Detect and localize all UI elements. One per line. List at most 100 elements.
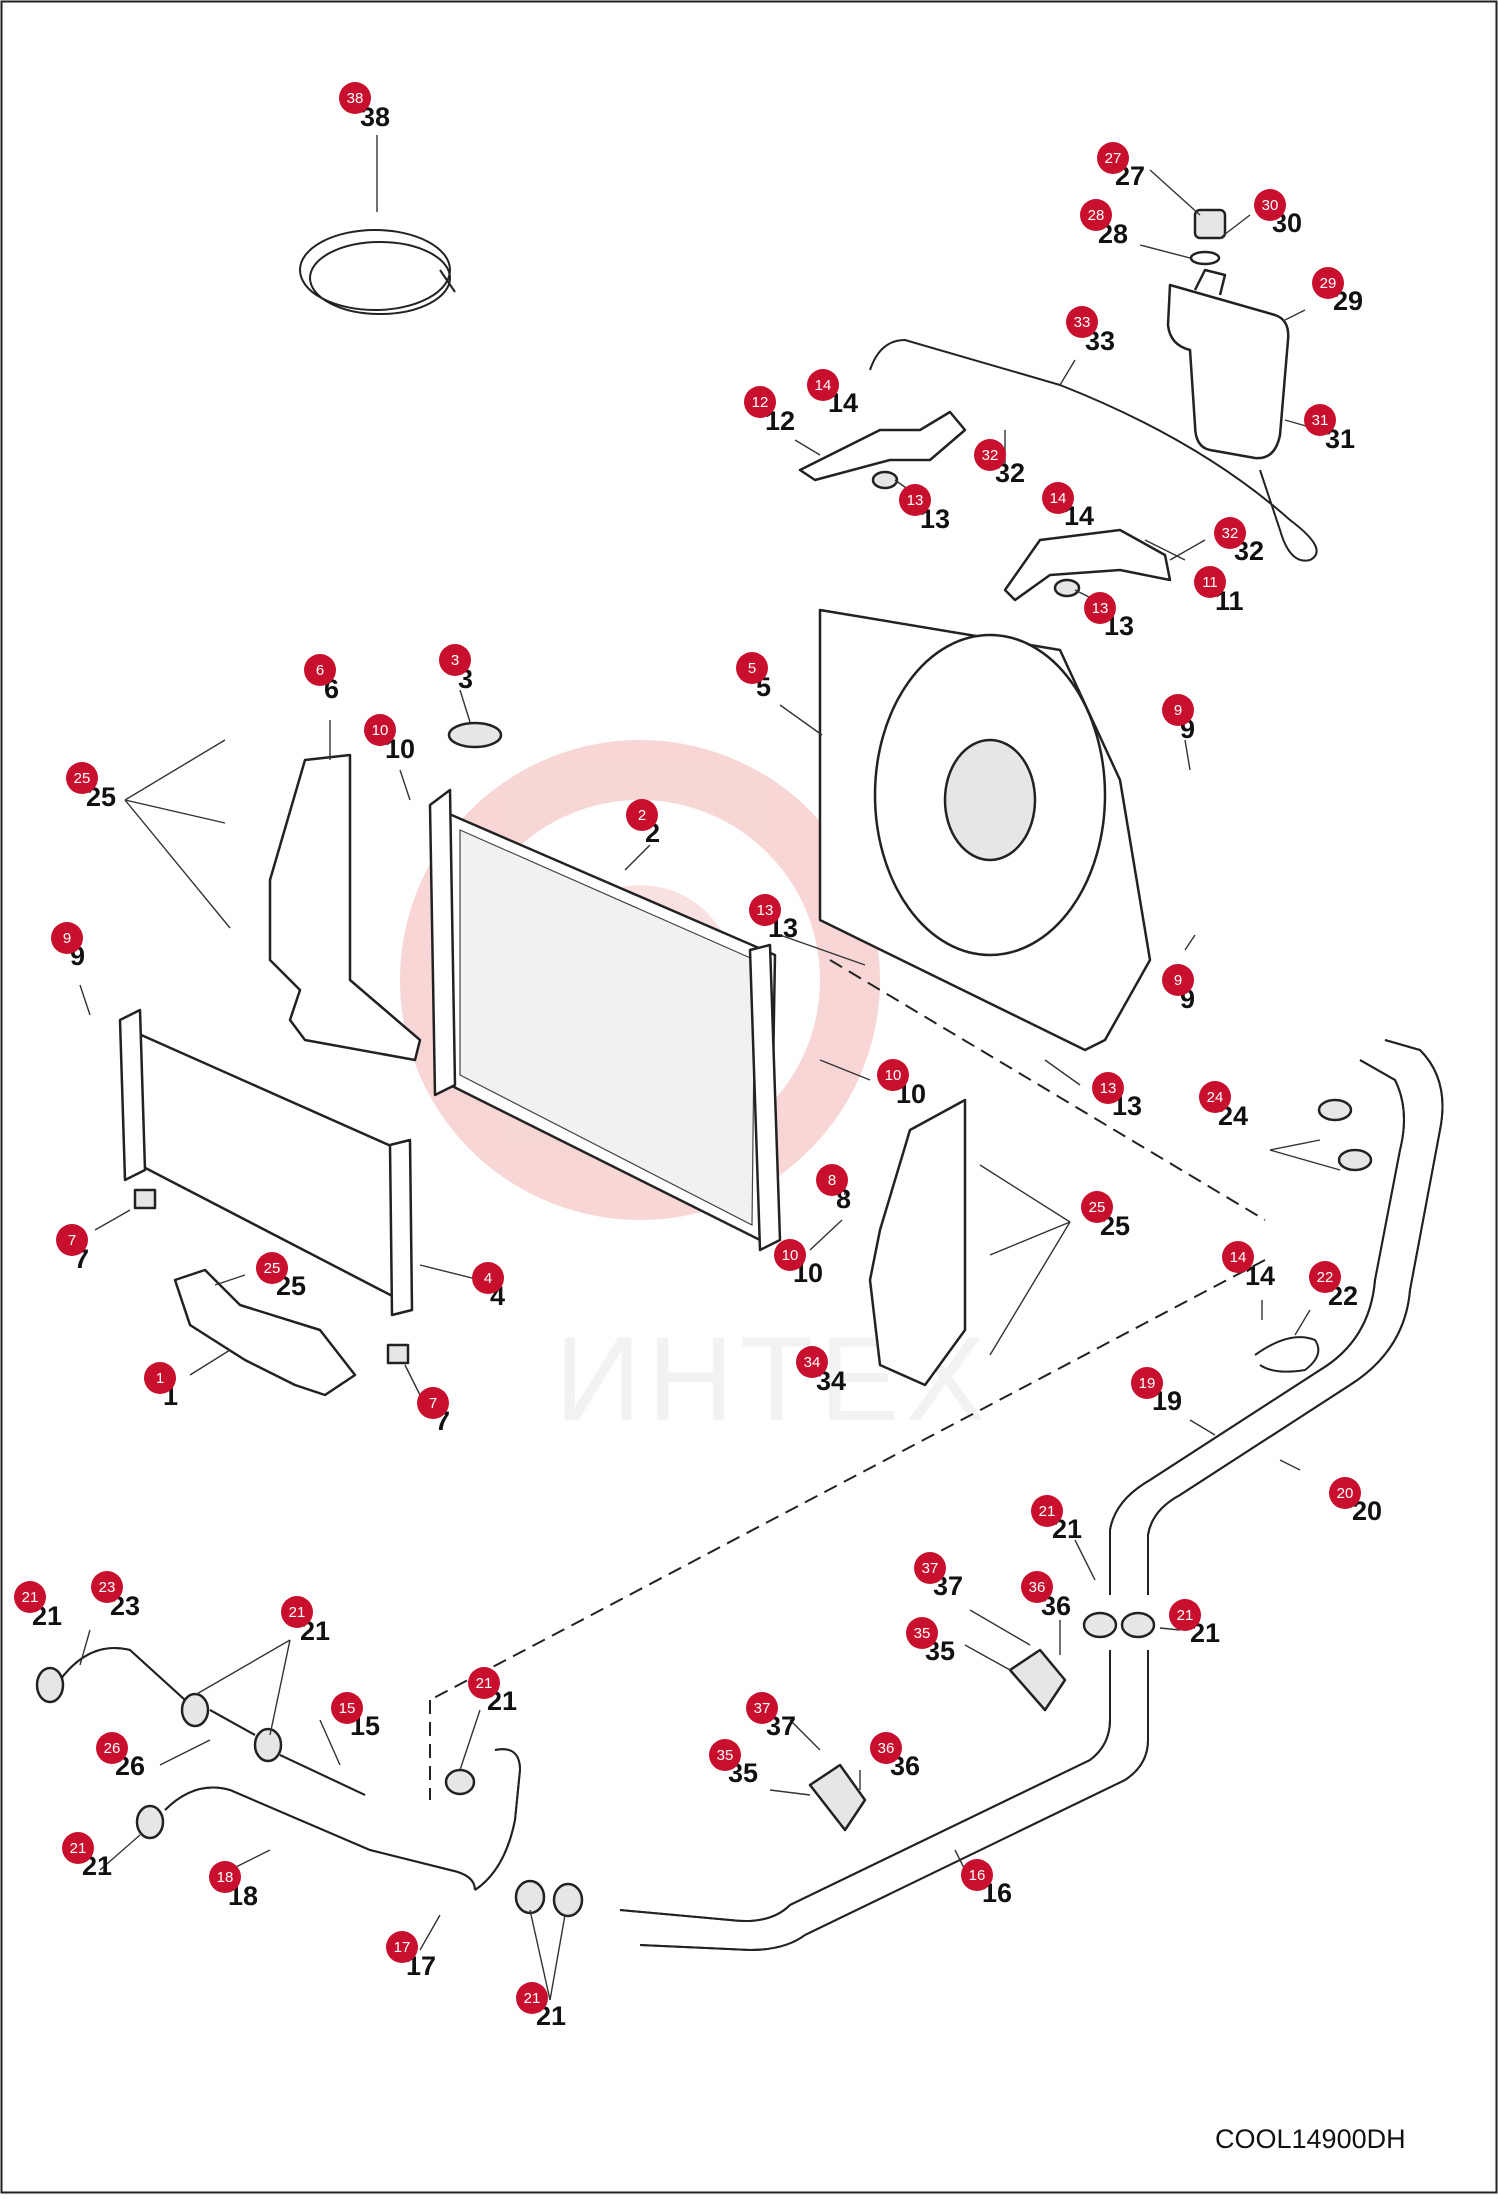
callout-badge[interactable]	[746, 1692, 778, 1724]
callout-badge[interactable]	[516, 1982, 548, 2014]
callout-badge[interactable]	[736, 652, 768, 684]
callout-7[interactable]: 77	[417, 1387, 450, 1436]
part-35-tube-clamps[interactable]	[808, 1648, 1067, 1832]
part-5-fan-shroud[interactable]	[818, 608, 1152, 1052]
callout-badge[interactable]	[974, 439, 1006, 471]
callout-badge[interactable]	[51, 922, 83, 954]
callout-badge[interactable]	[417, 1387, 449, 1419]
callout-badge[interactable]	[899, 484, 931, 516]
callout-badge[interactable]	[256, 1252, 288, 1284]
part-15-hose[interactable]	[279, 1754, 366, 1796]
callout-badge[interactable]	[1162, 694, 1194, 726]
callout-3[interactable]: 33	[439, 644, 473, 694]
callout-badge[interactable]	[472, 1262, 504, 1294]
callout-badge[interactable]	[749, 894, 781, 926]
part-38-hose-coil[interactable]	[299, 229, 456, 315]
part-6-side-bracket[interactable]	[268, 753, 422, 1062]
callout-badge[interactable]	[816, 1164, 848, 1196]
callout-badge[interactable]	[774, 1239, 806, 1271]
part-29-coolant-reservoir[interactable]	[1166, 268, 1290, 460]
callout-badge[interactable]	[91, 1571, 123, 1603]
callout-9[interactable]: 99	[51, 922, 85, 971]
callout-badge[interactable]	[1021, 1571, 1053, 1603]
callout-badge[interactable]	[62, 1832, 94, 1864]
part-34-side-bracket[interactable]	[868, 1098, 967, 1387]
callout-9[interactable]: 99	[1162, 694, 1195, 744]
part-21-hose-clamps[interactable]	[35, 1611, 1156, 1918]
callout-badge[interactable]	[1312, 267, 1344, 299]
part-24-clamps[interactable]	[1317, 1098, 1373, 1172]
part-18-hose[interactable]	[164, 1786, 476, 1891]
part-16-coolant-tube[interactable]	[619, 1650, 1149, 1952]
callout-badge[interactable]	[144, 1362, 176, 1394]
callout-badge[interactable]	[744, 386, 776, 418]
callout-badge[interactable]	[1084, 592, 1116, 624]
callout-badge[interactable]	[1329, 1477, 1361, 1509]
callout-badge[interactable]	[56, 1224, 88, 1256]
callout-badge[interactable]	[1031, 1495, 1063, 1527]
callout-badge[interactable]	[1081, 1191, 1113, 1223]
callout-2[interactable]: 22	[626, 799, 660, 848]
callout-badge[interactable]	[14, 1581, 46, 1613]
callout-badge[interactable]	[1169, 1599, 1201, 1631]
part-19-hose[interactable]	[1109, 1059, 1405, 1595]
callout-badge[interactable]	[1131, 1367, 1163, 1399]
part-17-hose[interactable]	[474, 1748, 522, 1891]
callout-badge[interactable]	[709, 1739, 741, 1771]
callout-badge[interactable]	[331, 1692, 363, 1724]
callout-4[interactable]: 44	[472, 1262, 505, 1311]
callout-badge[interactable]	[796, 1346, 828, 1378]
callout-badge[interactable]	[281, 1596, 313, 1628]
part-27-reservoir-cap[interactable]	[1193, 208, 1227, 240]
part-12-bracket[interactable]	[798, 410, 967, 482]
part-23-elbow-hose[interactable]	[59, 1647, 186, 1701]
part-2-radiator[interactable]	[428, 788, 782, 1252]
callout-badge[interactable]	[807, 369, 839, 401]
callout-badge[interactable]	[914, 1552, 946, 1584]
callout-badge[interactable]	[906, 1617, 938, 1649]
callout-badge[interactable]	[626, 799, 658, 831]
part-13-grommet-upper[interactable]	[871, 470, 1081, 598]
callout-badge[interactable]	[209, 1861, 241, 1893]
callout-badge[interactable]	[1194, 566, 1226, 598]
callout-badge[interactable]	[1042, 482, 1074, 514]
callout-badge[interactable]	[1097, 142, 1129, 174]
part-11-bracket[interactable]	[1003, 528, 1172, 602]
callout-badge[interactable]	[1092, 1072, 1124, 1104]
callout-1[interactable]: 11	[144, 1362, 178, 1411]
callout-badge[interactable]	[468, 1667, 500, 1699]
callout-badge[interactable]	[1162, 964, 1194, 996]
callout-badge[interactable]	[66, 762, 98, 794]
part-26-connector-tube[interactable]	[209, 1709, 256, 1736]
